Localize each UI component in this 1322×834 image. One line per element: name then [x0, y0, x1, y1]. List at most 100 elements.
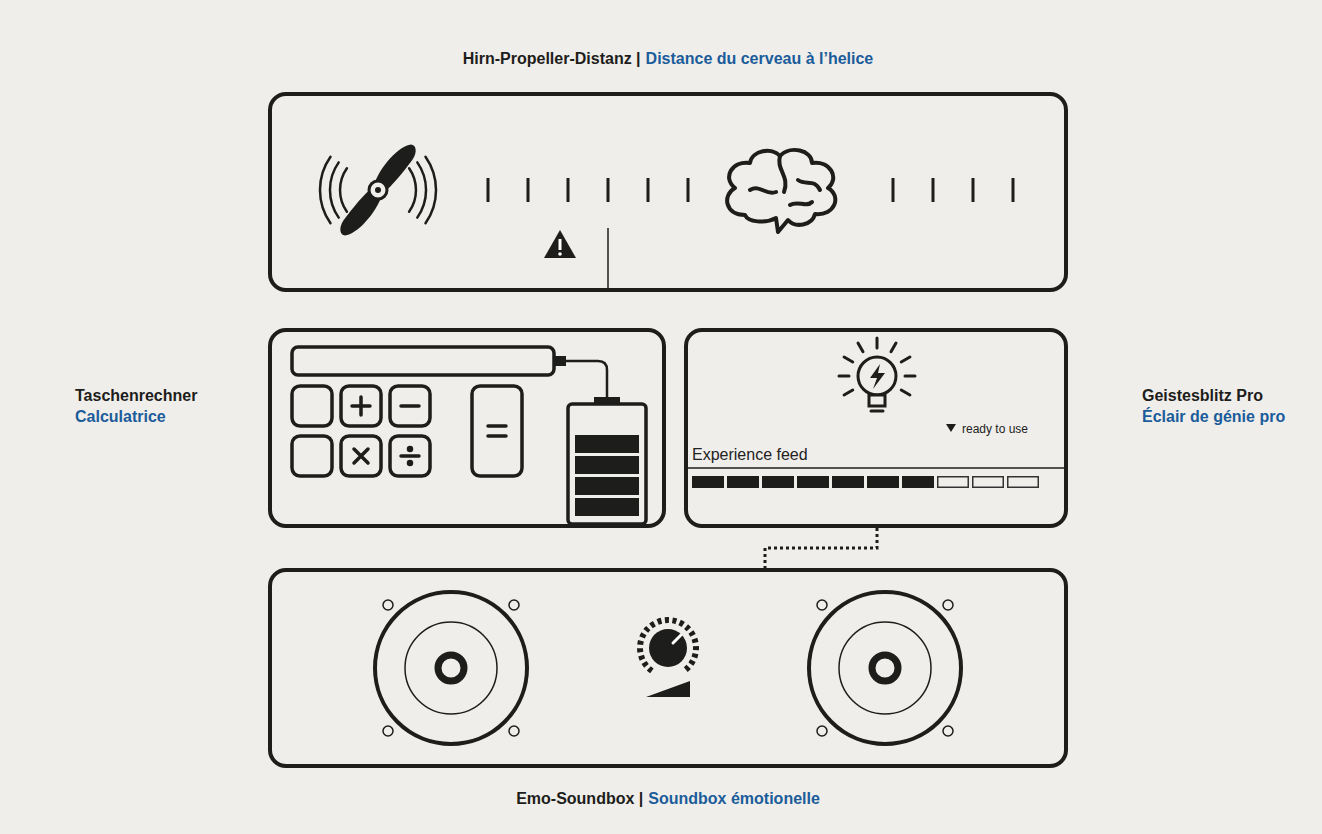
- device-label: Taschenrechner: [75, 385, 197, 406]
- lightbulb-icon: [871, 410, 883, 413]
- lightbulb-icon: [891, 343, 896, 352]
- warning-marker-line: [607, 228, 609, 290]
- experience-bar: [938, 477, 969, 488]
- warning-marker-line: [608, 228, 609, 290]
- brain-icon: [779, 156, 785, 192]
- device-label: Geistesblitz Pro: [1142, 385, 1285, 406]
- brain-icon: [750, 188, 776, 193]
- lightbulb-icon: [869, 395, 885, 406]
- battery-icon: [554, 356, 646, 524]
- lightbulb-icon: [870, 364, 885, 389]
- experience-bar: [973, 477, 1004, 488]
- speaker-icon: [872, 655, 898, 681]
- device-label: Calculatrice: [75, 406, 197, 427]
- calculator-icon: [401, 454, 419, 458]
- panel-divider: [686, 467, 1066, 469]
- propeller-icon: [320, 139, 436, 241]
- ready-marker: [946, 424, 956, 432]
- brain-icon: [790, 202, 812, 205]
- calculator-icon: [341, 436, 381, 476]
- scale-ticks: [1012, 178, 1015, 202]
- battery-icon: [566, 361, 607, 398]
- warning-sign: [559, 239, 562, 250]
- calculator-icon: [409, 448, 412, 451]
- scale-ticks: [527, 178, 530, 202]
- speaker-icon: [943, 726, 953, 736]
- propeller-icon: [426, 157, 437, 224]
- calculator-icon: [472, 386, 522, 476]
- panel-box: Hirn-Propeller-Distanz |Distance du cerv…: [268, 92, 1068, 292]
- scale-ticks: [487, 178, 490, 202]
- volume-knob: [640, 620, 696, 697]
- feed-label-group: Experience feed: [692, 444, 808, 465]
- propeller-icon: [369, 181, 387, 199]
- scale-ticks: [488, 178, 1013, 202]
- propeller-icon: [375, 187, 381, 193]
- volume-knob: [649, 629, 687, 667]
- panel-divider: [686, 468, 1066, 469]
- device-label-group: TaschenrechnerCalculatrice: [75, 385, 197, 427]
- speaker-icon: [809, 592, 961, 744]
- propeller-icon: [340, 168, 347, 212]
- speaker-icon: [375, 592, 961, 744]
- battery-icon: [575, 456, 639, 474]
- warning-sign: [544, 230, 576, 258]
- speaker-icon: [943, 600, 953, 610]
- panel-box: Emo-Soundbox |Soundbox émotionelle: [268, 568, 1068, 768]
- experience-bar: [762, 476, 794, 488]
- calculator-icon: [292, 347, 554, 375]
- brain-icon: [727, 150, 835, 232]
- lightbulb-icon: [901, 357, 910, 362]
- calculator-icon: [390, 386, 430, 426]
- volume-knob: [673, 635, 681, 643]
- calculator-icon: [292, 436, 332, 476]
- lightbulb-icon: [844, 357, 853, 362]
- battery-icon: [575, 435, 639, 453]
- device-label: Éclair de génie pro: [1142, 406, 1285, 427]
- scale-ticks: [567, 178, 570, 202]
- battery-icon: [575, 498, 639, 516]
- experience-bar: [832, 476, 864, 488]
- calculator-icon: [354, 449, 368, 463]
- feed-label: Experience feed: [692, 444, 808, 465]
- battery-icon: [554, 356, 566, 366]
- scale-ticks: [607, 178, 610, 202]
- experience-bar: [797, 476, 829, 488]
- warning-sign: [544, 230, 576, 258]
- speaker-icon: [509, 600, 519, 610]
- lightbulb-icon: [901, 390, 910, 395]
- calculator-icon: [409, 462, 412, 465]
- experience-bar: [867, 476, 899, 488]
- scale-ticks: [892, 178, 895, 202]
- lightbulb-icon: [858, 357, 896, 395]
- panel-box: TaschenrechnerCalculatrice: [268, 328, 666, 528]
- scale-ticks: [972, 178, 975, 202]
- lightbulb-icon: [876, 338, 879, 348]
- speaker-icon: [817, 726, 827, 736]
- section-heading: Hirn-Propeller-Distanz |: [463, 48, 641, 69]
- speaker-icon: [438, 655, 464, 681]
- scale-ticks: [687, 178, 690, 202]
- experience-bar: [727, 476, 759, 488]
- status-label: ready to use: [962, 421, 1028, 437]
- lightbulb-icon: [839, 338, 915, 411]
- experience-bar: [902, 476, 934, 488]
- calculator-icon: [352, 397, 370, 415]
- battery-icon: [568, 404, 646, 524]
- scale-ticks: [932, 178, 935, 202]
- brain-icon: [798, 180, 820, 190]
- speaker-icon: [383, 726, 393, 736]
- experience-bar: [1008, 477, 1039, 488]
- volume-knob: [640, 620, 696, 671]
- section-heading: Soundbox émotionelle: [648, 788, 820, 809]
- speaker-icon: [509, 726, 519, 736]
- propeller-icon: [333, 139, 423, 241]
- scale-ticks: [647, 178, 650, 202]
- ready-marker: [946, 424, 956, 432]
- dotted-connector: [765, 528, 877, 568]
- calculator-icon: [292, 386, 332, 426]
- speaker-icon: [405, 622, 497, 714]
